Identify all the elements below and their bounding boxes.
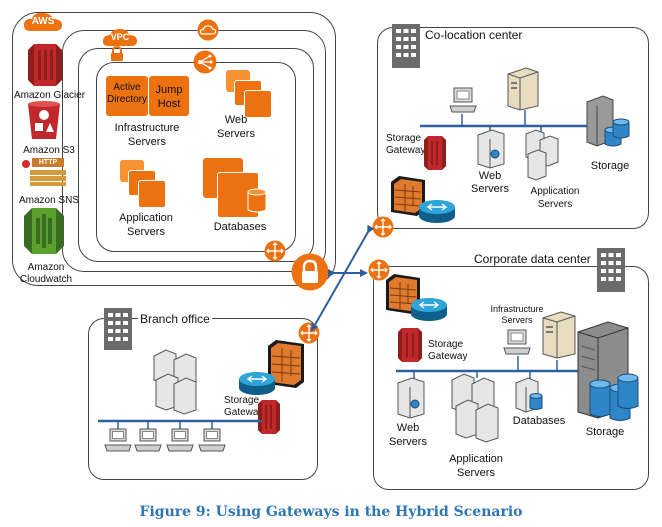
corp-gateway-label-1: Storage xyxy=(428,339,464,350)
colo-web-label-1: Web xyxy=(478,170,502,182)
sns-label: Amazon SNS xyxy=(18,195,80,206)
active-directory-label-1: Active xyxy=(113,82,141,93)
vpc-badge-label: VPC xyxy=(110,32,130,42)
lock-icon xyxy=(111,45,123,61)
colo-router-icon xyxy=(419,200,455,223)
branch-title: Branch office xyxy=(138,312,212,326)
colo-tower-server-icon xyxy=(507,67,539,111)
glacier-icon xyxy=(28,44,62,86)
corp-storage-label: Storage xyxy=(585,426,625,438)
cloud-icon xyxy=(23,12,62,31)
aws-app-label-2: Servers xyxy=(127,226,165,238)
corp-web-server-icon xyxy=(397,377,425,419)
branch-firewall-icon xyxy=(268,340,304,388)
corp-storage-icon xyxy=(577,321,639,421)
corp-gateway-label-2: Gateway xyxy=(428,351,468,362)
sns-icon: HTTP xyxy=(22,157,68,187)
branch-router-icon xyxy=(239,372,275,395)
colo-app-label-2: Servers xyxy=(537,199,573,210)
sns-http-tag: HTTP xyxy=(38,159,58,166)
jump-host-box xyxy=(149,76,189,116)
corp-app-servers-icon xyxy=(451,373,499,443)
aws-badge-label: AWS xyxy=(31,16,55,27)
corp-app-label-2: Servers xyxy=(457,467,495,479)
aws-badge: AWS xyxy=(23,11,63,33)
corp-title: Corporate data center xyxy=(472,252,593,266)
cloudwatch-icon xyxy=(24,208,64,254)
branch-workstation-icon xyxy=(134,428,162,452)
colo-gateway-label-2: Gateway xyxy=(386,145,426,156)
aws-databases-icon xyxy=(203,158,269,220)
aws-app-servers-icon xyxy=(120,160,166,208)
aws-infra-label-2: Servers xyxy=(128,136,166,148)
colo-storage-gateway-icon xyxy=(424,136,446,170)
branch-workstation-icon xyxy=(104,428,132,452)
figure-caption: Figure 9: Using Gateways in the Hybrid S… xyxy=(139,504,523,520)
s3-label: Amazon S3 xyxy=(23,145,75,156)
aws-infra-label-1: Infrastructure xyxy=(114,122,180,134)
corp-infra-label-2: Servers xyxy=(501,315,533,325)
aws-web-servers-icon xyxy=(226,70,272,118)
corp-tower-server-icon xyxy=(542,311,576,359)
aws-databases-label: Databases xyxy=(213,221,267,233)
jump-host-label-2: Host xyxy=(157,98,181,110)
colo-web-server-icon xyxy=(477,129,505,169)
colo-building-icon xyxy=(392,24,420,68)
branch-storage-gateway-icon xyxy=(258,400,280,434)
colo-app-label-1: Application xyxy=(530,186,580,197)
branch-servers-icon xyxy=(153,349,197,415)
aws-web-label-1: Web xyxy=(224,114,248,126)
internet-gateway-icon xyxy=(197,19,219,41)
branch-building-icon xyxy=(104,308,132,350)
aws-web-label-2: Servers xyxy=(217,128,255,140)
corp-workstation-icon xyxy=(503,329,531,355)
corp-databases-icon xyxy=(515,377,543,413)
corp-app-label-1: Application xyxy=(449,453,503,465)
corp-web-label-2: Servers xyxy=(389,436,427,448)
s3-icon xyxy=(28,101,60,139)
aws-app-label-1: Application xyxy=(119,212,173,224)
branch-workstation-icon xyxy=(198,428,226,452)
vpn-connection-icon xyxy=(264,240,286,262)
glacier-label: Amazon Glacier xyxy=(14,90,86,101)
colo-app-servers-icon xyxy=(525,129,559,181)
branch-gateway-label-2: Gateway xyxy=(224,407,264,418)
cloud-icon xyxy=(102,29,137,46)
corp-infra-label-1: Infrastructure xyxy=(490,304,544,314)
colo-firewall-icon xyxy=(391,176,425,216)
corp-building-icon xyxy=(597,248,625,292)
corp-web-label-1: Web xyxy=(396,422,420,434)
branch-workstation-icon xyxy=(166,428,194,452)
corp-databases-label: Databases xyxy=(512,415,566,427)
colo-workstation-icon xyxy=(449,87,477,113)
router-icon xyxy=(193,50,217,74)
corp-storage-gateway-icon xyxy=(398,328,422,362)
active-directory-label-2: Directory xyxy=(106,94,147,105)
colo-web-label-2: Servers xyxy=(471,183,509,195)
colo-storage-icon xyxy=(586,95,630,147)
colo-gateway-label-1: Storage xyxy=(386,133,422,144)
jump-host-label-1: Jump xyxy=(155,84,183,96)
colo-storage-label: Storage xyxy=(590,160,630,172)
branch-gateway-label-1: Storage xyxy=(224,395,260,406)
cloudwatch-label-2: Cloudwatch xyxy=(19,274,73,285)
colo-vpn-icon xyxy=(372,216,394,238)
corp-router-icon xyxy=(411,298,447,321)
colo-title: Co-location center xyxy=(425,28,523,42)
cloudwatch-label-1: Amazon xyxy=(27,262,65,273)
vpc-badge: VPC xyxy=(102,28,138,48)
active-directory-box xyxy=(106,76,148,116)
